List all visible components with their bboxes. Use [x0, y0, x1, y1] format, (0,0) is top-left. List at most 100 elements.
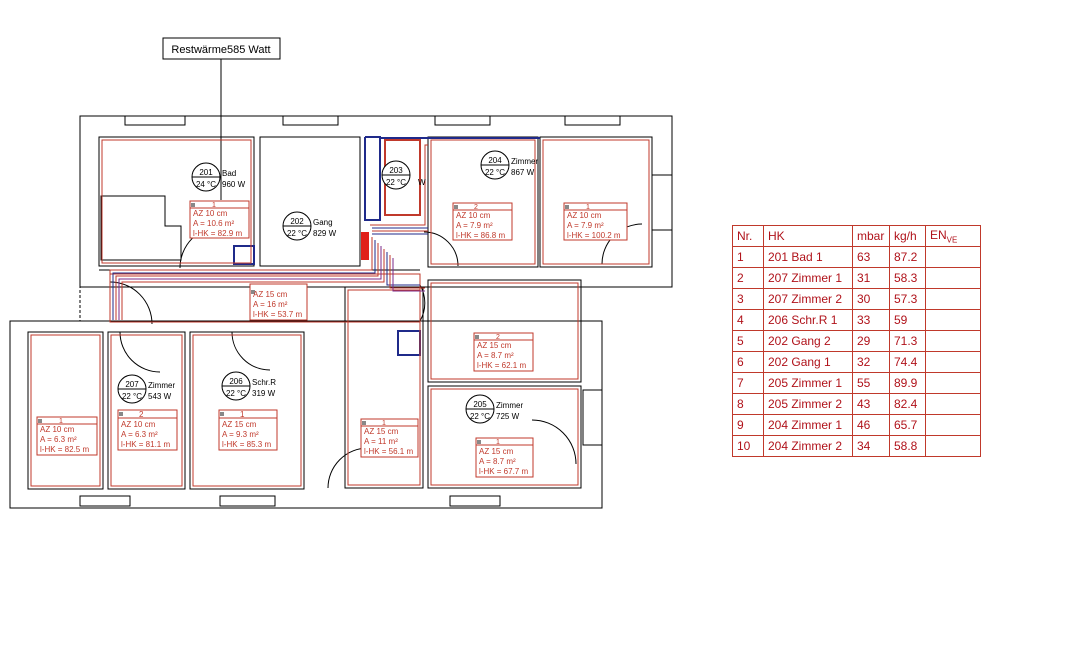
cell-hk: 206 Schr.R 1 [763, 309, 853, 331]
cell-env [925, 351, 981, 373]
room-name: Schr.R [252, 378, 276, 387]
circuit-area: A = 8.7 m² [477, 351, 514, 360]
room-name: Gang [313, 218, 333, 227]
cell-env [925, 288, 981, 310]
circuit-area: A = 16 m² [253, 300, 288, 309]
circuit-spacing: AZ 15 cm [253, 290, 288, 299]
cell-mbar: 46 [852, 414, 890, 436]
cell-kgh: 82.4 [889, 393, 926, 415]
circuit-length: l-HK = 53.7 m [253, 310, 302, 319]
room-206: 206 22 °C Schr.R 319 W [221, 371, 276, 401]
room-temp: 24 °C [196, 180, 216, 189]
circuit-label: AZ 15 cm A = 16 m² l-HK = 53.7 m [249, 283, 308, 321]
room-nr: 207 [125, 380, 139, 389]
pipe-bundle [109, 136, 540, 320]
circuit-length: l-HK = 67.7 m [479, 467, 528, 476]
room-watt: 725 W [496, 412, 520, 421]
room-temp: 22 °C [485, 168, 505, 177]
room-203: 203 22 °C W [381, 160, 426, 190]
cell-env [925, 372, 981, 394]
room-name: Zimmer [511, 157, 538, 166]
room-temp: 22 °C [226, 389, 246, 398]
cell-kgh: 58.8 [889, 435, 926, 457]
circuit-spacing: AZ 15 cm [364, 427, 399, 436]
room-temp: 22 °C [470, 412, 490, 421]
circuit-length: l-HK = 62.1 m [477, 361, 526, 370]
room-name: Bad [222, 169, 236, 178]
circuit-length: l-HK = 86.8 m [456, 231, 505, 240]
cell-env [925, 330, 981, 352]
cell-nr: 5 [732, 330, 764, 352]
cell-kgh: 59 [889, 309, 926, 331]
col-env-main: EN [930, 227, 947, 242]
room-nr: 204 [488, 156, 502, 165]
col-env: ENVE [925, 225, 981, 247]
circuit-area: A = 11 m² [364, 437, 398, 446]
cell-hk: 202 Gang 2 [763, 330, 853, 352]
circuit-label: 1 AZ 10 cm A = 6.3 m² l-HK = 82.5 m [36, 416, 98, 456]
cell-hk: 205 Zimmer 2 [763, 393, 853, 415]
room-watt: 319 W [252, 389, 276, 398]
cell-env [925, 393, 981, 415]
circuit-area: A = 7.9 m² [567, 221, 604, 230]
cell-nr: 1 [732, 246, 764, 268]
circuit-labels: 1 AZ 10 cm A = 10.6 m² l-HK = 82.9 m 2 A… [36, 200, 628, 478]
room-temp: 22 °C [386, 178, 406, 187]
room-nr: 206 [229, 377, 243, 386]
circuit-number: 1 [496, 439, 500, 446]
circuit-number: 1 [212, 202, 216, 209]
cell-mbar: 63 [852, 246, 890, 268]
room-202: 202 22 °C Gang 829 W [282, 211, 337, 241]
circuit-length: l-HK = 56.1 m [364, 447, 413, 456]
cell-kgh: 87.2 [889, 246, 926, 268]
cell-hk: 207 Zimmer 1 [763, 267, 853, 289]
circuit-label: 1 AZ 15 cm A = 11 m² l-HK = 56.1 m [360, 418, 419, 458]
cell-nr: 6 [732, 351, 764, 373]
circuit-length: l-HK = 100.2 m [567, 231, 621, 240]
circuit-length: l-HK = 81.1 m [121, 440, 170, 449]
room-207: 207 22 °C Zimmer 543 W [117, 374, 175, 404]
col-kgh: kg/h [889, 225, 926, 247]
cell-env [925, 414, 981, 436]
circuit-label: 1 AZ 15 cm A = 9.3 m² l-HK = 85.3 m [218, 409, 278, 451]
room-201: 201 24 °C Bad 960 W [191, 162, 246, 192]
circuit-number: 2 [139, 410, 144, 419]
circuit-number: 2 [474, 204, 478, 211]
cell-env [925, 435, 981, 457]
circuit-label: 2 AZ 10 cm A = 6.3 m² l-HK = 81.1 m [117, 409, 178, 451]
cell-nr: 3 [732, 288, 764, 310]
cell-kgh: 71.3 [889, 330, 926, 352]
cell-hk: 202 Gang 1 [763, 351, 853, 373]
col-mbar: mbar [852, 225, 890, 247]
room-nr: 201 [199, 168, 213, 177]
circuit-spacing: AZ 10 cm [40, 425, 75, 434]
room-205: 205 22 °C Zimmer 725 W [465, 394, 523, 424]
room-watt: 829 W [313, 229, 337, 238]
cell-env [925, 309, 981, 331]
circuit-label: 1 AZ 15 cm A = 8.7 m² l-HK = 67.7 m [475, 437, 534, 478]
circuit-spacing: AZ 10 cm [567, 211, 602, 220]
room-nr: 205 [473, 400, 487, 409]
circuit-label: 2 AZ 15 cm A = 8.7 m² l-HK = 62.1 m [473, 332, 534, 372]
room-watt: 867 W [511, 168, 535, 177]
circuit-number: 1 [240, 410, 245, 419]
room-watt: 960 W [222, 180, 246, 189]
circuit-number: 1 [59, 418, 63, 425]
cell-env [925, 246, 981, 268]
room-nr: 202 [290, 217, 304, 226]
circuit-number: 2 [496, 334, 500, 341]
cell-mbar: 33 [852, 309, 890, 331]
circuit-area: A = 10.6 m² [193, 219, 234, 228]
circuit-area: A = 7.9 m² [456, 221, 493, 230]
room-temp: 22 °C [287, 229, 307, 238]
walls [9, 115, 673, 509]
